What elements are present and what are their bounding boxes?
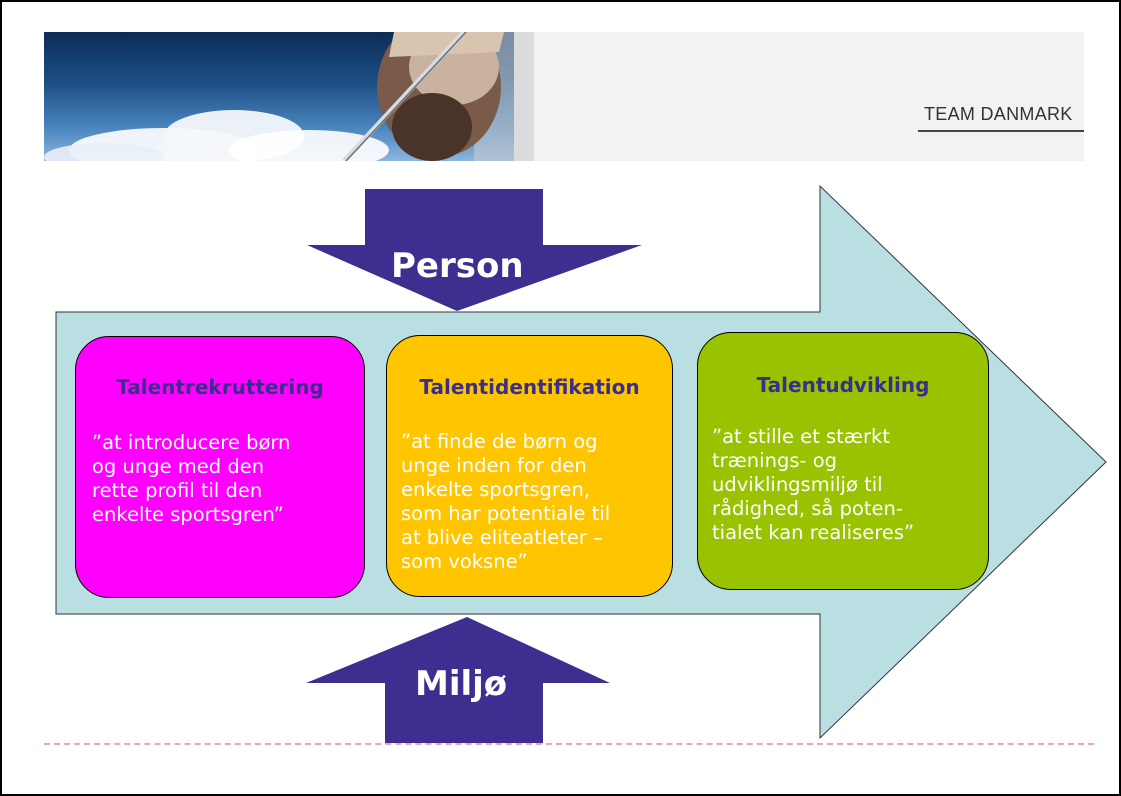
person-label: Person <box>391 246 524 286</box>
footer-divider <box>44 743 1094 745</box>
logo-underline <box>918 130 1084 132</box>
talentidentifikation-box: Talentidentifikation ”at finde de børn o… <box>386 335 673 597</box>
banner-photo <box>44 32 1084 161</box>
team-danmark-logo: TEAM DANMARK <box>924 104 1073 124</box>
talentudvikling-box: Talentudvikling ”at stille et stærkt træ… <box>697 332 989 590</box>
miljoe-label: Miljø <box>415 664 508 704</box>
box-description: ”at stille et stærkt trænings- og udvikl… <box>712 425 915 544</box>
box-title: Talentidentifikation <box>419 375 640 399</box>
box-title: Talentrekruttering <box>116 375 324 399</box>
box-description: ”at finde de børn og unge inden for den … <box>401 430 611 573</box>
talentrekruttering-box: Talentrekruttering ”at introducere børn … <box>75 336 365 598</box>
header-banner: TEAM DANMARK <box>44 32 1084 161</box>
box-description: ”at introducere børn og unge med den ret… <box>92 431 291 526</box>
person-arrow <box>307 189 642 311</box>
miljoe-arrow <box>306 617 610 743</box>
box-title: Talentudvikling <box>756 373 930 397</box>
